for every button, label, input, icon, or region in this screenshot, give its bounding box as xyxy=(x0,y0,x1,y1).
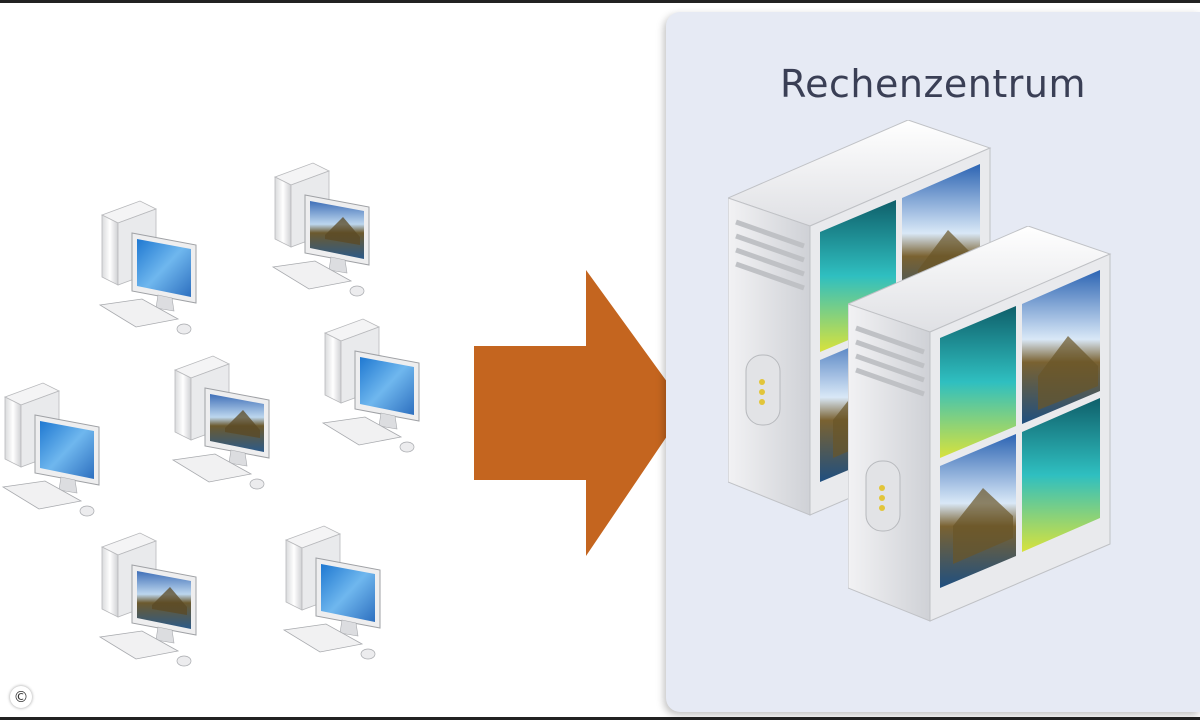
copyright-badge: © xyxy=(10,686,32,708)
desktop-computer-icon xyxy=(0,375,115,525)
desktop-computer-icon xyxy=(92,193,212,343)
datacenter-panel: Rechenzentrum xyxy=(666,12,1200,712)
desktop-computer-icon xyxy=(165,348,285,498)
datacenter-title: Rechenzentrum xyxy=(779,62,1087,106)
server-tower-icon xyxy=(848,226,1118,626)
desktop-computer-icon xyxy=(315,311,435,461)
desktop-computer-icon xyxy=(276,518,396,668)
desktop-computer-icon xyxy=(265,155,385,305)
arrow-right-icon xyxy=(474,270,686,556)
desktop-computer-icon xyxy=(92,525,212,675)
